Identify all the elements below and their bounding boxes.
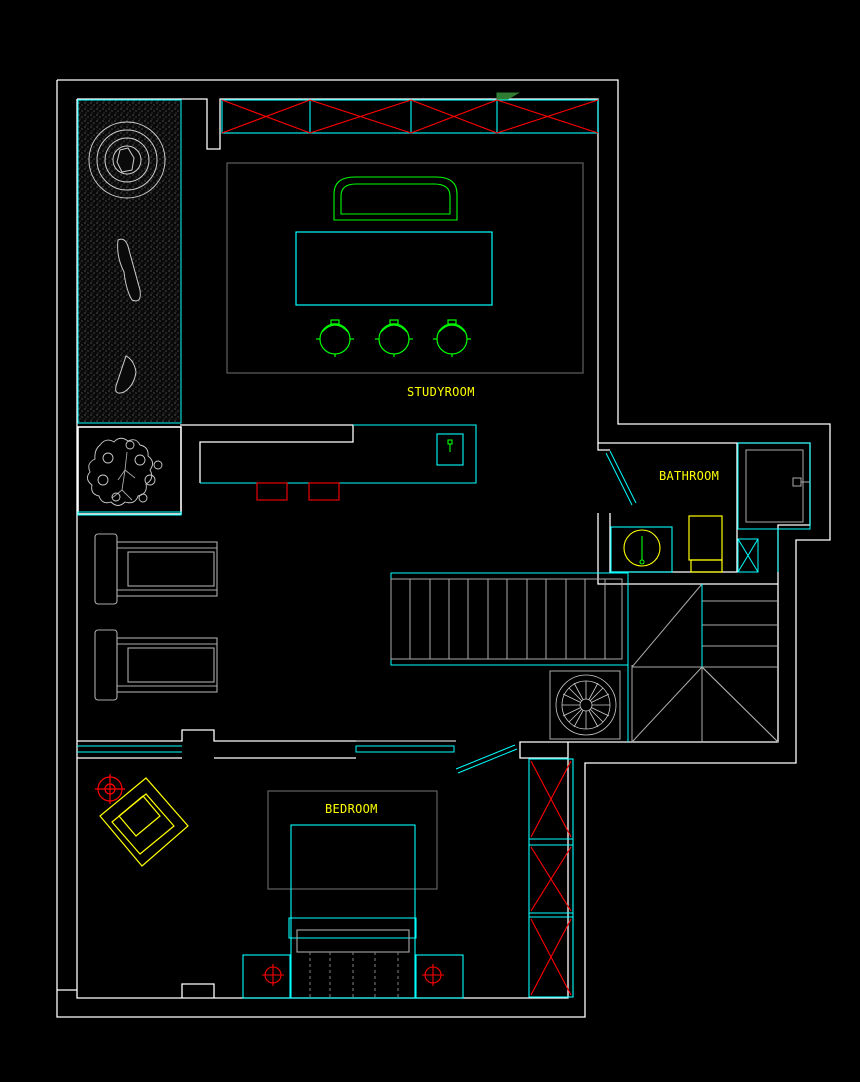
interior-walls <box>77 424 778 759</box>
treadmill-icon <box>94 629 218 701</box>
bed <box>288 824 417 999</box>
bedroom-label: BEDROOM <box>325 802 378 816</box>
study-rug <box>226 162 584 374</box>
study-chairs <box>316 319 471 357</box>
tree-plan-icon <box>87 437 163 506</box>
lamp-icon <box>262 964 284 986</box>
wardrobe-top <box>221 92 599 134</box>
study-room-label: STUDYROOM <box>407 385 475 399</box>
zen-garden-icon <box>88 121 166 394</box>
potted-plant-icon <box>555 674 617 736</box>
lamp-icon <box>422 964 444 986</box>
vanity <box>610 526 673 573</box>
tree-planter <box>77 426 182 516</box>
staircase <box>390 572 779 743</box>
toilet-icon <box>688 515 723 573</box>
bedroom-rug <box>267 790 438 890</box>
treadmills <box>94 533 218 701</box>
bathroom-door <box>605 450 637 506</box>
study-counter <box>200 424 477 501</box>
study-sofa <box>333 176 458 221</box>
sink-icon <box>623 529 661 567</box>
bath-cabinet <box>737 538 759 573</box>
chair-1 <box>316 319 354 357</box>
bedroom-divider <box>77 740 518 774</box>
chair-2 <box>375 319 413 357</box>
treadmill-icon <box>94 533 218 605</box>
armchair-icon <box>99 777 189 867</box>
bedroom-wardrobe <box>528 758 574 998</box>
zen-garden <box>77 99 182 424</box>
plant-box <box>549 670 621 740</box>
chair-3 <box>433 319 471 357</box>
bathroom-label: BATHROOM <box>659 469 719 483</box>
study-desk <box>295 231 493 306</box>
lamp-icon <box>95 774 125 804</box>
nightstands <box>242 954 464 999</box>
shower <box>737 442 811 572</box>
